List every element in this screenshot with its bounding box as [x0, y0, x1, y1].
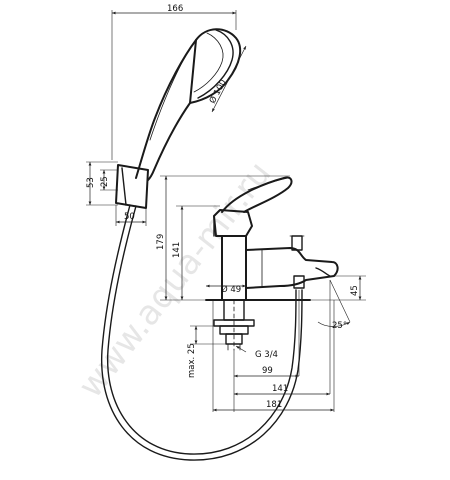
dim-141-vertical-label: 141 — [172, 242, 182, 258]
dim-body-diameter-label: Ø 49 — [221, 284, 241, 295]
dim-holder-height-label: 53 — [86, 177, 96, 188]
dim-thread: G 3/4 — [235, 345, 278, 360]
shower-holder — [115, 164, 149, 209]
dim-reach: 99 141 181 — [212, 290, 335, 412]
shower-hose — [100, 204, 303, 461]
mixer-body — [205, 176, 339, 351]
hand-shower — [135, 28, 242, 181]
dim-holder-inner-label: 25 — [100, 176, 110, 187]
dim-shank-label: max. 25 — [187, 343, 197, 378]
dim-179: 179 — [156, 175, 290, 301]
dim-179-label: 179 — [156, 234, 166, 250]
dim-spout-angle: 25° — [317, 279, 351, 340]
dim-shank: max. 25 — [187, 325, 226, 378]
dim-body-diameter: Ø 49 — [206, 284, 246, 295]
dim-holder-height: 53 25 — [86, 161, 118, 206]
dim-141-horizontal-label: 141 — [272, 384, 288, 394]
dim-head-diameter-label: Ø 100 — [207, 78, 229, 106]
dim-99-label: 99 — [262, 366, 273, 376]
dim-45-label: 45 — [350, 285, 360, 296]
dim-141-vertical: 141 — [172, 205, 220, 300]
dim-spout-angle-label: 25° — [332, 321, 347, 331]
dim-166-label: 166 — [167, 4, 183, 14]
dim-181-label: 181 — [266, 400, 282, 410]
dim-45: 45 — [310, 275, 366, 301]
dim-thread-label: G 3/4 — [255, 350, 278, 360]
dim-166: 166 — [111, 4, 237, 160]
dim-holder-width-label: 50 — [124, 212, 135, 222]
dim-holder-width: 50 — [115, 205, 147, 226]
